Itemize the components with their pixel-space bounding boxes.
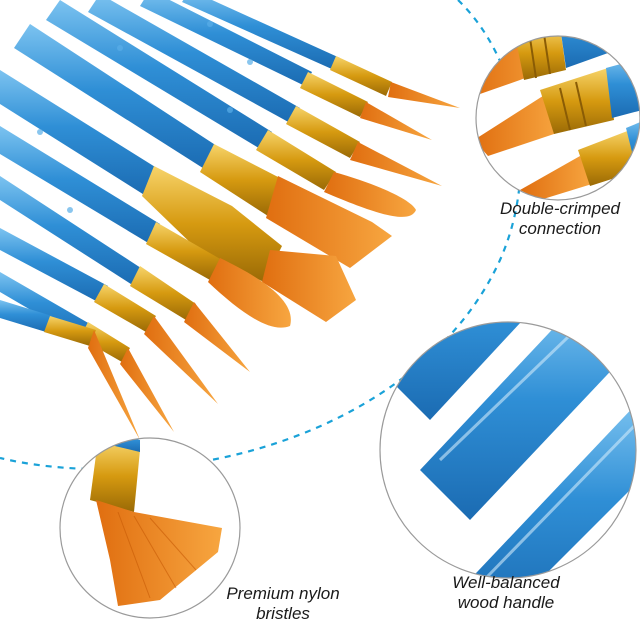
caption-crimped-line1: Double-crimped [500, 199, 620, 218]
caption-bristles-line2: bristles [256, 604, 310, 623]
brush-7 [0, 126, 291, 328]
brush-4 [46, 0, 416, 217]
brush-5 [14, 24, 392, 268]
brush-1 [182, 0, 460, 108]
crimped-detail-circle [475, 35, 640, 201]
brush-6 [0, 70, 356, 322]
brush-2 [140, 0, 432, 140]
caption-crimped-line2: connection [518, 219, 602, 238]
brush-9 [0, 228, 218, 404]
caption-double-crimped: Double-crimped connection [480, 199, 640, 239]
brush-8 [0, 176, 250, 372]
caption-handle-line2: wood handle [457, 593, 555, 612]
caption-bristles-line1: Premium nylon [226, 584, 340, 603]
caption-handle-line1: Well-balanced [452, 573, 560, 592]
brush-11 [0, 300, 140, 440]
bristles-detail-circle [59, 437, 241, 619]
brush-fan [0, 0, 460, 440]
handle-detail-circle [379, 321, 637, 579]
brush-3 [88, 0, 442, 186]
caption-premium-bristles: Premium nylon bristles [208, 584, 358, 624]
caption-wood-handle: Well-balanced wood handle [416, 573, 596, 613]
